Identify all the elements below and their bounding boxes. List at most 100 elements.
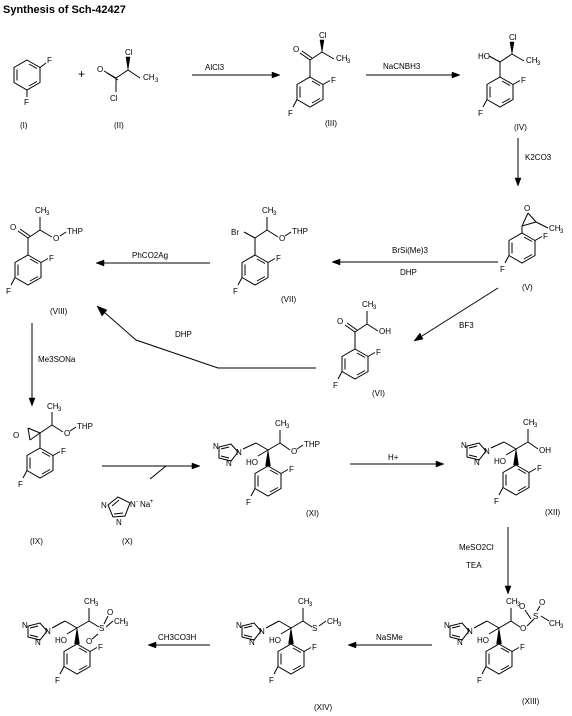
svg-text:CH: CH (275, 419, 287, 428)
svg-text:O: O (107, 608, 113, 617)
svg-text:CH: CH (114, 617, 126, 626)
svg-text:S: S (312, 624, 317, 633)
svg-text:3: 3 (125, 622, 129, 628)
svg-text:O: O (293, 45, 299, 54)
svg-text:3: 3 (58, 407, 62, 413)
svg-text:Na: Na (140, 500, 151, 509)
compound-IX-label: (IX) (30, 537, 43, 546)
svg-text:CH: CH (84, 597, 96, 606)
reagent-10a: MeSO2Cl (459, 543, 494, 552)
svg-text:O: O (291, 447, 297, 456)
svg-text:THP: THP (77, 422, 93, 431)
svg-text:3: 3 (95, 602, 99, 608)
svg-text:F: F (24, 98, 29, 107)
svg-text:HO: HO (55, 636, 67, 645)
compound-VI-label: (VI) (372, 389, 385, 398)
svg-text:CH: CH (35, 206, 47, 215)
svg-text:CH: CH (336, 54, 348, 63)
reagent-3: K2CO3 (525, 153, 552, 162)
compound-III-label: (III) (325, 119, 337, 128)
reagent-10b: TEA (466, 561, 482, 570)
svg-text:+: + (150, 499, 154, 505)
compound-VII-label: (VII) (281, 295, 296, 304)
svg-text:3: 3 (517, 602, 521, 608)
svg-text:O: O (524, 204, 530, 213)
svg-text:CH: CH (526, 56, 538, 65)
svg-text:O: O (53, 234, 59, 243)
svg-text:N: N (116, 518, 122, 527)
svg-text:CH: CH (523, 418, 535, 427)
svg-text:O: O (539, 598, 545, 607)
reagent-12: CH3CO3H (158, 633, 196, 642)
svg-text:CH: CH (143, 73, 155, 82)
svg-text:OH: OH (379, 327, 391, 336)
compound-V-structure: O CH 3 (499, 204, 564, 275)
compound-XIV-label: (XIV) (314, 703, 333, 712)
svg-text:3: 3 (347, 59, 351, 65)
svg-text:CH: CH (506, 597, 518, 606)
svg-text:CH: CH (549, 224, 561, 233)
svg-text:3: 3 (155, 78, 159, 84)
compound-I-structure: F F (13, 56, 52, 107)
reagent-11: NaSMe (376, 633, 403, 642)
svg-text:CH: CH (262, 206, 274, 215)
svg-text:HO: HO (246, 458, 258, 467)
svg-text:Cl: Cl (125, 48, 133, 57)
svg-text:F: F (47, 56, 52, 65)
svg-text:3: 3 (537, 61, 541, 67)
svg-text:HO: HO (478, 52, 490, 61)
svg-text:O: O (97, 65, 103, 74)
svg-text:N: N (130, 500, 136, 509)
svg-text:-: - (136, 499, 138, 505)
compound-V-label: (V) (522, 283, 533, 292)
svg-text:O: O (13, 431, 19, 440)
svg-text:N: N (101, 501, 107, 510)
svg-text:CH: CH (549, 619, 561, 628)
compound-VIII-structure: O CH 3 O THP (5, 206, 83, 297)
svg-text:S: S (99, 624, 104, 633)
svg-text:O: O (10, 223, 16, 232)
svg-text:O: O (64, 429, 70, 438)
svg-text:Br: Br (231, 228, 239, 237)
svg-text:CH: CH (362, 300, 374, 309)
compound-X-label: (X) (122, 537, 133, 546)
svg-text:HO: HO (269, 636, 281, 645)
compound-XII-structure: HO CH 3 OH (460, 418, 551, 507)
svg-text:3: 3 (373, 305, 377, 311)
svg-text:O: O (520, 624, 526, 633)
svg-text:3: 3 (338, 622, 342, 628)
compound-XII-label: (XII) (545, 508, 560, 517)
sch-42427-structure: HO CH 3 S O O CH 3 (21, 597, 129, 686)
reagent-6: PhCO2Ag (132, 251, 168, 260)
svg-text:THP: THP (292, 227, 308, 236)
reagent-1: AlCl3 (205, 63, 225, 72)
compound-XIII-label: (XIII) (522, 697, 540, 706)
svg-text:3: 3 (286, 424, 290, 430)
svg-text:Cl: Cl (110, 94, 118, 103)
svg-text:OH: OH (539, 446, 551, 455)
svg-text:Cl: Cl (509, 33, 517, 42)
svg-text:3: 3 (46, 211, 50, 217)
svg-text:O: O (337, 317, 343, 326)
compound-XI-structure: HO CH 3 O THP (212, 419, 320, 508)
arrow-7 (103, 311, 316, 369)
svg-text:Cl: Cl (319, 31, 327, 40)
compound-VI-structure: O CH 3 OH (332, 300, 391, 391)
reagent-8: Me3SONa (38, 355, 76, 364)
compound-XIV-structure: HO CH 3 S CH 3 (235, 597, 342, 686)
svg-text:THP: THP (304, 440, 320, 449)
svg-text:O: O (519, 602, 525, 611)
plus-sign: + (78, 67, 85, 81)
svg-text:3: 3 (273, 211, 277, 217)
compound-IV-structure: HO Cl CH 3 (477, 33, 541, 119)
compound-VIII-label: (VIII) (50, 307, 68, 316)
arrow-5 (421, 287, 499, 337)
svg-text:3: 3 (534, 423, 538, 429)
reagent-9: H+ (388, 453, 399, 462)
compound-II-structure: O Cl CH 3 Cl (97, 48, 159, 103)
svg-text:S: S (533, 612, 538, 621)
reagent-7: DHP (175, 330, 192, 339)
scheme-title: Synthesis of Sch-42427 (3, 4, 126, 16)
svg-text:CH: CH (47, 402, 59, 411)
reagent-4a: BrSi(Me)3 (392, 246, 429, 255)
